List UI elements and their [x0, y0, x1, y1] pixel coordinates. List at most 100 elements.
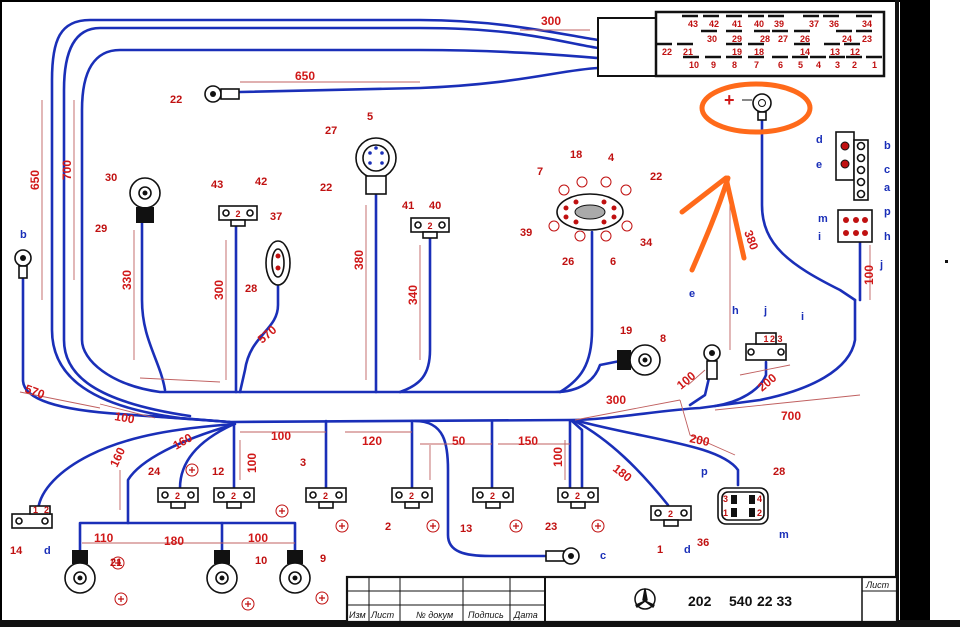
svg-text:d: d — [684, 544, 691, 556]
svg-text:8: 8 — [660, 333, 666, 345]
svg-text:14: 14 — [10, 545, 23, 557]
part-number-1: 202 — [688, 593, 712, 609]
svg-text:36: 36 — [697, 537, 709, 549]
svg-text:1: 1 — [33, 505, 38, 515]
svg-text:2 3: 2 3 — [770, 334, 783, 344]
svg-text:22: 22 — [170, 94, 182, 106]
part-number-2: 540 — [729, 593, 753, 609]
svg-text:i: i — [801, 311, 804, 323]
main-connector-pin: 13 — [830, 47, 840, 57]
ground-mark-icon — [315, 591, 329, 605]
main-connector-pin: 39 — [774, 19, 784, 29]
svg-text:9: 9 — [320, 553, 326, 565]
main-connector-pin: 8 — [732, 60, 737, 70]
ground-mark-icon — [241, 597, 255, 611]
svg-text:12: 12 — [212, 466, 224, 478]
ground-mark-icon — [185, 463, 199, 477]
main-connector-pin: 29 — [732, 34, 742, 44]
main-connector-pin: 2 — [852, 60, 857, 70]
paper-edge — [930, 0, 960, 627]
wire-24 — [178, 423, 234, 490]
title-block-header: Лист — [370, 610, 395, 620]
svg-text:10: 10 — [255, 555, 267, 567]
svg-text:700: 700 — [781, 409, 801, 423]
main-connector-pin: 34 — [862, 19, 872, 29]
main-connector-pin: 23 — [862, 34, 872, 44]
svg-text:50: 50 — [452, 434, 466, 448]
round-connector-5-icon — [355, 137, 397, 195]
svg-text:24: 24 — [148, 466, 161, 478]
wire-23-b — [570, 419, 584, 490]
svg-text:2: 2 — [385, 521, 391, 533]
svg-text:b: b — [20, 229, 27, 241]
annotation-arrow-icon — [679, 175, 747, 273]
svg-text:340: 340 — [406, 285, 420, 305]
svg-text:180: 180 — [164, 534, 184, 548]
wire-28 — [238, 280, 280, 394]
svg-text:570: 570 — [23, 382, 47, 402]
svg-text:41: 41 — [402, 200, 414, 212]
svg-text:650: 650 — [295, 69, 315, 83]
svg-text:3: 3 — [723, 494, 728, 504]
ground-mark-icon — [509, 519, 523, 533]
wire-plus-eyelet — [760, 113, 857, 302]
svg-text:h: h — [732, 305, 739, 317]
wire-main-trunk — [148, 298, 857, 424]
svg-text:j: j — [879, 259, 883, 271]
wire-eyelet-22 — [238, 66, 600, 94]
svg-text:e: e — [816, 159, 822, 171]
svg-text:330: 330 — [120, 270, 134, 290]
round-sensor-icon — [72, 550, 88, 564]
svg-text:380: 380 — [352, 250, 366, 270]
svg-text:300: 300 — [212, 280, 226, 300]
svg-text:150: 150 — [518, 434, 538, 448]
svg-text:650: 650 — [28, 170, 42, 190]
main-connector-pin: 19 — [732, 47, 742, 57]
svg-text:p: p — [884, 206, 891, 218]
wire-1 — [573, 419, 670, 507]
main-connector-pin: 42 — [709, 19, 719, 29]
wire-7-26 — [558, 230, 594, 394]
svg-text:h: h — [884, 231, 891, 243]
wire-c — [413, 419, 550, 558]
part-labels: 22 27 5 22 30 29 43 42 37 28 41 40 7 18 … — [10, 94, 785, 569]
svg-text:100: 100 — [245, 453, 259, 473]
svg-text:m: m — [818, 213, 828, 225]
svg-text:22: 22 — [320, 182, 332, 194]
wire-21 — [78, 423, 234, 555]
sheet-label: Лист — [865, 580, 890, 590]
main-connector-pin: 27 — [778, 34, 788, 44]
eyelet-e-icon — [703, 344, 721, 380]
connector-37-icon: 2 — [218, 205, 258, 227]
svg-text:37: 37 — [270, 211, 282, 223]
eyelet-plus-icon — [742, 93, 772, 121]
wire-14 — [36, 422, 237, 512]
svg-text:300: 300 — [606, 393, 626, 407]
connector-hji-icon: 1 2 3 — [745, 332, 787, 361]
sheet-border-bottom — [0, 620, 960, 627]
svg-text:2: 2 — [668, 509, 673, 519]
part-number-3: 22 33 — [757, 593, 792, 609]
main-connector-pin: 12 — [850, 47, 860, 57]
svg-text:2: 2 — [757, 508, 762, 518]
eyelet-b-icon — [14, 249, 32, 279]
svg-text:i: i — [818, 231, 821, 243]
svg-text:c: c — [600, 550, 606, 562]
svg-text:4: 4 — [757, 494, 762, 504]
ground-mark-icon — [426, 519, 440, 533]
main-connector-pin: 6 — [778, 60, 783, 70]
round-sensor-icon — [214, 550, 230, 564]
title-block-header: Дата — [513, 610, 538, 620]
ground-mark-icon — [114, 592, 128, 606]
svg-text:34: 34 — [640, 237, 653, 249]
title-block-header: Изм — [349, 610, 366, 620]
relay-block-icon — [835, 131, 873, 243]
svg-text:42: 42 — [255, 176, 267, 188]
title-block-header: Подпись — [468, 610, 504, 620]
main-connector-pin: 10 — [689, 60, 699, 70]
svg-text:39: 39 — [520, 227, 532, 239]
eyelet-22-icon — [204, 85, 240, 103]
